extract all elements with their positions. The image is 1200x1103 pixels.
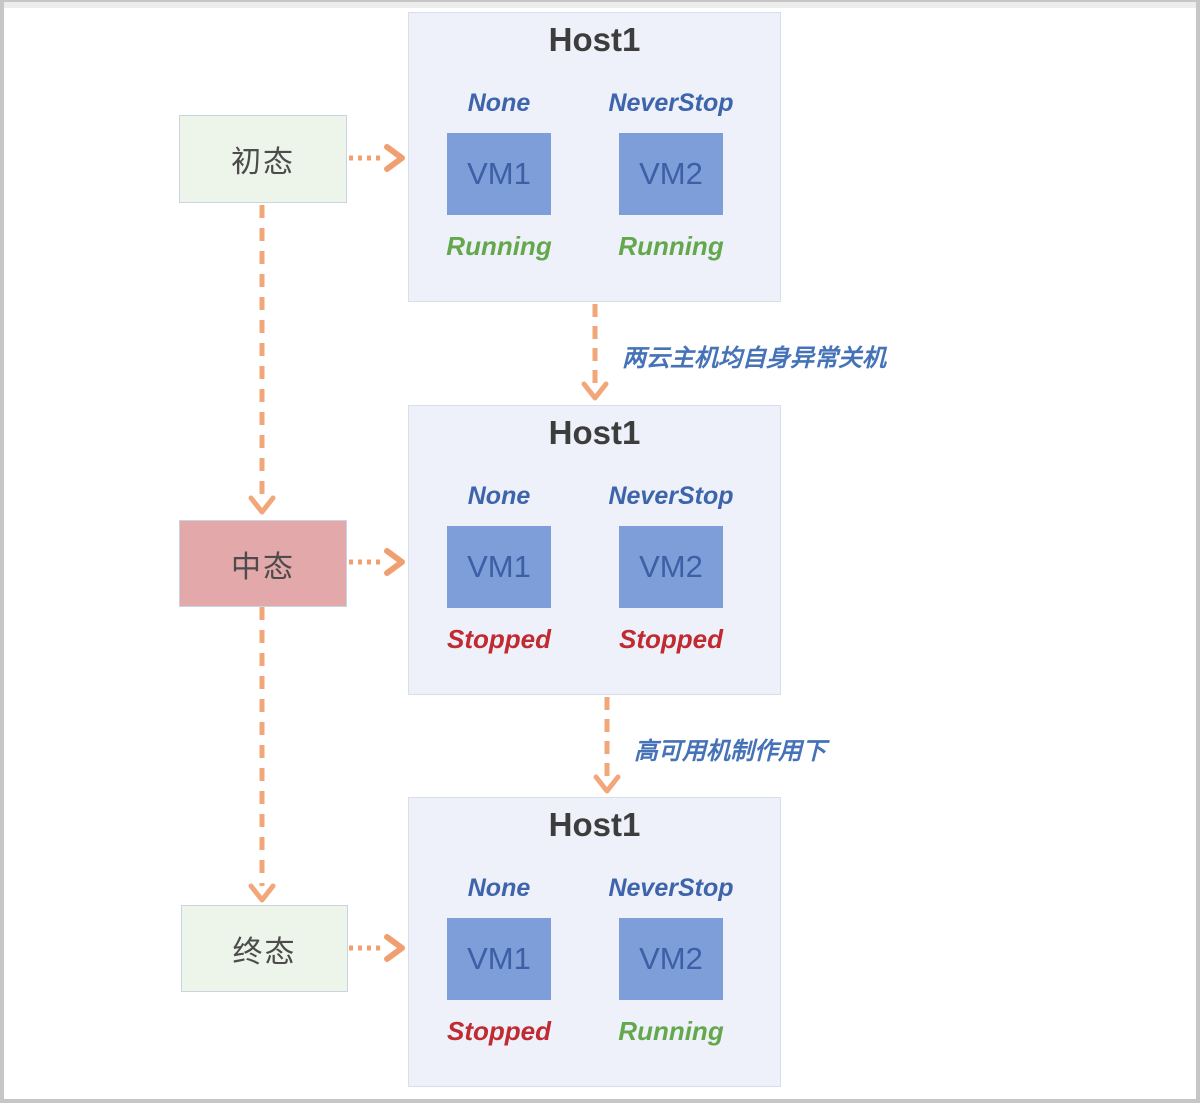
arrow-initial-to-middle xyxy=(248,205,276,515)
vm2-state-label: Stopped xyxy=(619,624,723,654)
vm2-policy-label: NeverStop xyxy=(608,874,734,902)
arrow-middle-to-final xyxy=(248,607,276,903)
vm2-state-label: Running xyxy=(618,231,724,261)
arrow-middle-to-host2 xyxy=(349,548,405,576)
vm1-state-label: Running xyxy=(446,231,552,261)
state-middle-label: 中态 xyxy=(231,550,295,584)
host-title: Host1 xyxy=(548,21,641,58)
vm1-box: VM1 xyxy=(447,918,551,1000)
vm1-state-label: Stopped xyxy=(447,1016,551,1046)
vm1-policy-label: None xyxy=(467,89,531,117)
arrow-host2-to-host3 xyxy=(593,697,621,794)
state-box-initial: 初态 xyxy=(179,115,347,203)
arrow-host1-to-host2 xyxy=(581,304,609,401)
host-box-initial: Host1 None NeverStop VM1 VM2 Running Run… xyxy=(408,12,781,302)
vm2-policy-label: NeverStop xyxy=(608,482,734,510)
vm2-box: VM2 xyxy=(619,133,723,215)
vm1-state-label: Stopped xyxy=(447,624,551,654)
vm2-state-label: Running xyxy=(618,1016,724,1046)
state-box-middle: 中态 xyxy=(179,520,347,607)
vm2-label: VM2 xyxy=(639,941,703,976)
vm1-policy-label: None xyxy=(467,482,531,510)
vm1-policy-label: None xyxy=(467,874,531,902)
host-title: Host1 xyxy=(548,414,641,451)
vm2-label: VM2 xyxy=(639,549,703,584)
vm1-label: VM1 xyxy=(467,549,531,584)
vm2-box: VM2 xyxy=(619,918,723,1000)
frame-top-strip xyxy=(4,2,1196,8)
arrow-final-to-host3 xyxy=(349,934,405,962)
vm1-box: VM1 xyxy=(447,133,551,215)
vm2-box: VM2 xyxy=(619,526,723,608)
transition-label-ha-mechanism: 高可用机制作用下 xyxy=(634,738,826,765)
vm2-label: VM2 xyxy=(639,156,703,191)
host-title: Host1 xyxy=(548,806,641,843)
vm2-policy-label: NeverStop xyxy=(608,89,734,117)
transition-label-abnormal-shutdown: 两云主机均自身异常关机 xyxy=(622,345,886,372)
arrow-initial-to-host1 xyxy=(349,144,405,172)
state-box-final: 终态 xyxy=(181,905,348,992)
vm1-label: VM1 xyxy=(467,941,531,976)
host-box-middle: Host1 None NeverStop VM1 VM2 Stopped Sto… xyxy=(408,405,781,695)
vm1-label: VM1 xyxy=(467,156,531,191)
state-final-label: 终态 xyxy=(232,935,297,969)
host-box-final: Host1 None NeverStop VM1 VM2 Stopped Run… xyxy=(408,797,781,1087)
state-initial-label: 初态 xyxy=(231,146,295,179)
vm1-box: VM1 xyxy=(447,526,551,608)
